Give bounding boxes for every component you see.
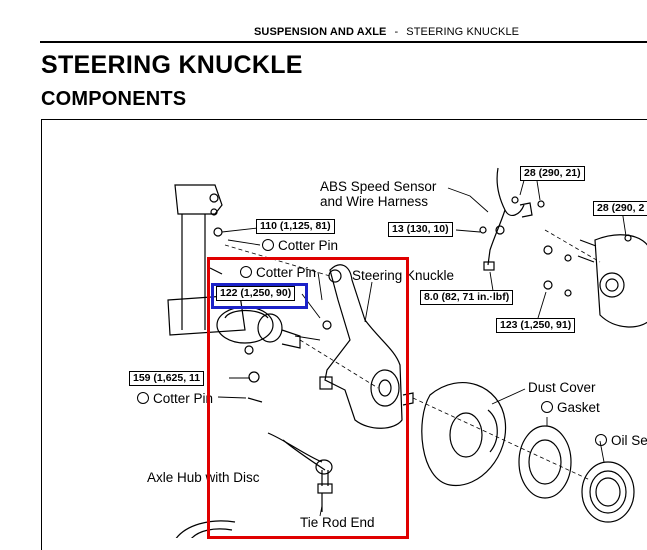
caliper-drawing <box>577 234 647 328</box>
assembly-axes <box>224 229 601 481</box>
page-title: STEERING KNUCKLE <box>41 51 303 79</box>
section-subtitle: COMPONENTS <box>41 88 187 110</box>
page-header: SUSPENSION AND AXLE-STEERING KNUCKLE <box>254 26 519 38</box>
cotter-pin-low-text: Cotter Pin <box>153 391 214 406</box>
torque-spec-13: 13 (130, 10) <box>388 222 453 237</box>
steering-knuckle-label: Steering Knuckle <box>352 268 455 283</box>
header-rule <box>40 41 647 43</box>
header-page: STEERING KNUCKLE <box>406 26 520 38</box>
oil-seal-text: Oil Se <box>611 433 647 448</box>
abs-harness-drawing <box>483 167 533 271</box>
torque-spec-110: 110 (1,125, 81) <box>256 219 335 234</box>
cotter-pin-mid-label: Cotter Pin <box>240 265 316 280</box>
torque-spec-159: 159 (1,625, 11 <box>129 371 205 386</box>
gasket-text: Gasket <box>557 400 600 415</box>
abs-sensor-label-line1: ABS Speed Sensor <box>320 179 437 194</box>
header-separator: - <box>394 26 399 38</box>
cotter-pin-mid-text: Cotter Pin <box>256 265 317 280</box>
torque-spec-122: 122 (1,250, 90) <box>216 286 296 301</box>
non-reusable-circle-icon <box>595 434 607 446</box>
tie-rod-end-label: Tie Rod End <box>300 515 375 530</box>
dust-cover-drawing <box>421 382 507 487</box>
leader-lines <box>217 172 627 517</box>
torque-spec-28-a: 28 (290, 21) <box>520 166 585 181</box>
abs-sensor-label: ABS Speed Sensor and Wire Harness <box>320 179 436 209</box>
non-reusable-circle-icon <box>262 239 274 251</box>
non-reusable-circle-icon <box>137 392 149 404</box>
tie-rod-drawing <box>267 432 333 512</box>
torque-spec-123: 123 (1,250, 91) <box>496 318 576 333</box>
gasket-drawing <box>518 425 572 499</box>
diagram-frame <box>41 119 647 550</box>
oil-seal-drawing <box>581 461 635 523</box>
dust-cover-label: Dust Cover <box>528 380 596 395</box>
gasket-label: Gasket <box>541 400 600 415</box>
torque-spec-8: 8.0 (82, 71 in.·lbf) <box>420 290 514 305</box>
non-reusable-circle-icon <box>541 401 553 413</box>
abs-sensor-label-line2: and Wire Harness <box>320 194 429 209</box>
header-section: SUSPENSION AND AXLE <box>254 26 387 38</box>
oil-seal-label: Oil Se <box>595 433 647 448</box>
blue-highlight-box <box>211 283 308 309</box>
non-reusable-circle-icon <box>240 266 252 278</box>
cotter-pin-top-text: Cotter Pin <box>278 238 339 253</box>
cotter-pin-top-label: Cotter Pin <box>262 238 338 253</box>
cotter-pin-low-label: Cotter Pin <box>137 391 213 406</box>
torque-spec-28-b: 28 (290, 2 <box>593 201 647 216</box>
axle-hub-label: Axle Hub with Disc <box>147 470 260 485</box>
